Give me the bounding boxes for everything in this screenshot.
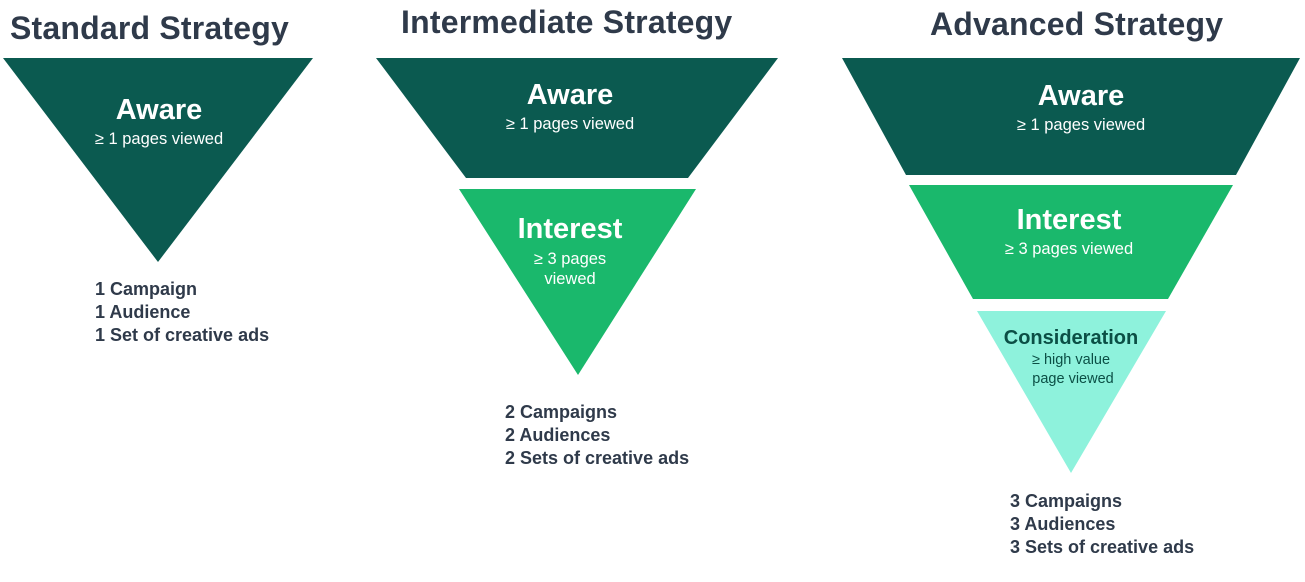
intermediate-aware-subtitle: ≥ 1 pages viewed: [505, 115, 635, 133]
advanced-consideration-title: Consideration: [1003, 327, 1139, 349]
intermediate-interest-title: Interest: [517, 213, 623, 245]
advanced-aware-stage: [842, 58, 1300, 175]
advanced-strategy-title: Advanced Strategy: [930, 6, 1224, 42]
intermediate-aware-stage: [376, 58, 778, 178]
list-item: 3 Audiences: [1010, 514, 1116, 534]
intermediate-strategy-title: Intermediate Strategy: [401, 4, 733, 40]
list-item: 3 Campaigns: [1010, 491, 1123, 511]
standard-summary-list: 1 Campaign 1 Audience 1 Set of creative …: [95, 278, 269, 347]
advanced-aware-title: Aware: [1037, 80, 1125, 112]
intermediate-interest-subtitle-line1: ≥ 3 pages: [533, 250, 607, 268]
advanced-interest-subtitle: ≥ 3 pages viewed: [1004, 240, 1134, 258]
list-item: 1 Campaign: [95, 279, 198, 299]
intermediate-aware-title: Aware: [526, 79, 614, 111]
list-item: 2 Campaigns: [505, 402, 618, 422]
advanced-aware-subtitle: ≥ 1 pages viewed: [1016, 116, 1146, 134]
list-item: 1 Set of creative ads: [95, 325, 270, 345]
advanced-interest-stage: [909, 185, 1233, 299]
standard-aware-stage: [3, 58, 313, 262]
list-item: 2 Audiences: [505, 425, 611, 445]
advanced-consideration-subtitle-line2: page viewed: [1032, 371, 1114, 387]
list-item: 3 Sets of creative ads: [1010, 537, 1195, 557]
standard-aware-subtitle: ≥ 1 pages viewed: [94, 130, 224, 148]
advanced-summary-list: 3 Campaigns 3 Audiences 3 Sets of creati…: [1010, 490, 1194, 559]
standard-aware-title: Aware: [115, 94, 203, 126]
intermediate-summary-list: 2 Campaigns 2 Audiences 2 Sets of creati…: [505, 401, 689, 470]
list-item: 1 Audience: [95, 302, 191, 322]
intermediate-interest-stage: [459, 189, 696, 375]
list-item: 2 Sets of creative ads: [505, 448, 690, 468]
intermediate-interest-subtitle-line2: viewed: [544, 270, 596, 288]
standard-strategy-title: Standard Strategy: [10, 10, 290, 46]
advanced-interest-title: Interest: [1016, 204, 1122, 236]
advanced-consideration-subtitle-line1: ≥ high value: [1031, 352, 1111, 368]
advanced-consideration-stage: [977, 311, 1166, 473]
